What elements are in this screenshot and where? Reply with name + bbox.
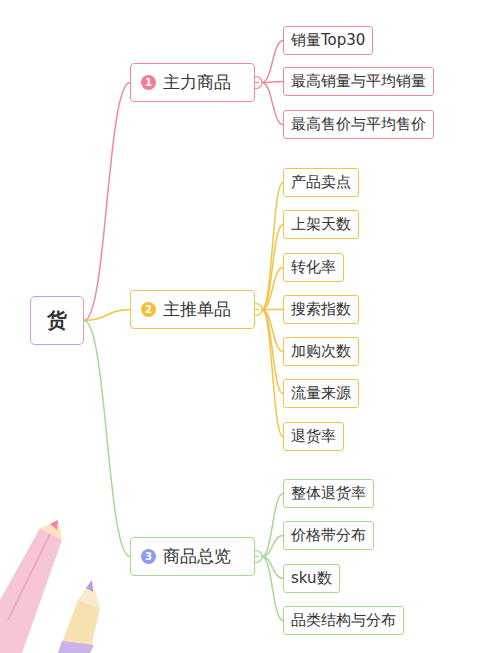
leaf-box: 整体退货率 <box>283 479 374 508</box>
branch-box: 2 主推单品 <box>130 290 255 329</box>
pencil-body <box>0 528 62 653</box>
node-label: 品类结构与分布 <box>291 611 396 630</box>
leaf-box: 最高售价与平均售价 <box>283 110 434 139</box>
leaf-box: 上架天数 <box>283 210 359 239</box>
leaf-box: 产品卖点 <box>283 168 359 197</box>
branch-connector <box>262 83 283 125</box>
leaf-box: 搜索指数 <box>283 295 359 324</box>
leaf-box: 转化率 <box>283 253 344 282</box>
branch-connector <box>262 183 283 310</box>
node-label: 流量来源 <box>291 384 351 403</box>
pencil-lead <box>50 520 58 530</box>
branch-connector <box>262 82 283 83</box>
node-label: 货 <box>47 307 67 334</box>
node-label: 销量Top30 <box>291 31 365 50</box>
leaf-box: 加购次数 <box>283 337 359 366</box>
node-label: 最高销量与平均销量 <box>291 72 426 91</box>
branch-connector <box>262 268 283 310</box>
node-label: 整体退货率 <box>291 484 366 503</box>
pencil-body <box>58 600 100 653</box>
branch-box: 3 商品总览 <box>130 537 255 576</box>
pencil-band <box>58 641 94 653</box>
callout-number: 1 <box>141 75 156 90</box>
branch-connector <box>262 310 283 437</box>
branch-connector <box>84 321 130 557</box>
leaf-box: 销量Top30 <box>283 26 373 55</box>
node-label: 搜索指数 <box>291 300 351 319</box>
branch-connector <box>262 225 283 310</box>
node-label: 主推单品 <box>163 298 231 321</box>
pencil-tip <box>78 580 100 608</box>
branch-connector <box>262 41 283 83</box>
branch-connector <box>262 536 283 557</box>
node-label: 商品总览 <box>163 545 231 568</box>
leaf-box: sku数 <box>283 564 340 593</box>
node-label: 退货率 <box>291 427 336 446</box>
node-label: 最高售价与平均售价 <box>291 115 426 134</box>
branch-box: 1 主力商品 <box>130 63 255 102</box>
branch-connector <box>262 494 283 557</box>
pencil-lead <box>86 580 93 592</box>
node-label: 产品卖点 <box>291 173 351 192</box>
branch-connector <box>262 557 283 621</box>
leaf-box: 退货率 <box>283 422 344 451</box>
branch-connector <box>84 310 130 321</box>
node-label: 价格带分布 <box>291 526 366 545</box>
node-label: sku数 <box>291 569 332 588</box>
leaf-box: 价格带分布 <box>283 521 374 550</box>
node-label: 转化率 <box>291 258 336 277</box>
leaf-box: 流量来源 <box>283 379 359 408</box>
leaf-box: 品类结构与分布 <box>283 606 404 635</box>
pencil-tip <box>40 520 62 540</box>
branch-connector <box>84 83 130 321</box>
purple-pencil <box>58 580 100 653</box>
root-box: 货 <box>30 296 84 345</box>
pencil-stripe <box>8 534 50 620</box>
node-label: 主力商品 <box>163 71 231 94</box>
node-label: 加购次数 <box>291 342 351 361</box>
pink-pencil <box>0 520 62 653</box>
leaf-box: 最高销量与平均销量 <box>283 67 434 96</box>
node-label: 上架天数 <box>291 215 351 234</box>
callout-number: 2 <box>141 302 156 317</box>
callout-number: 3 <box>141 549 156 564</box>
